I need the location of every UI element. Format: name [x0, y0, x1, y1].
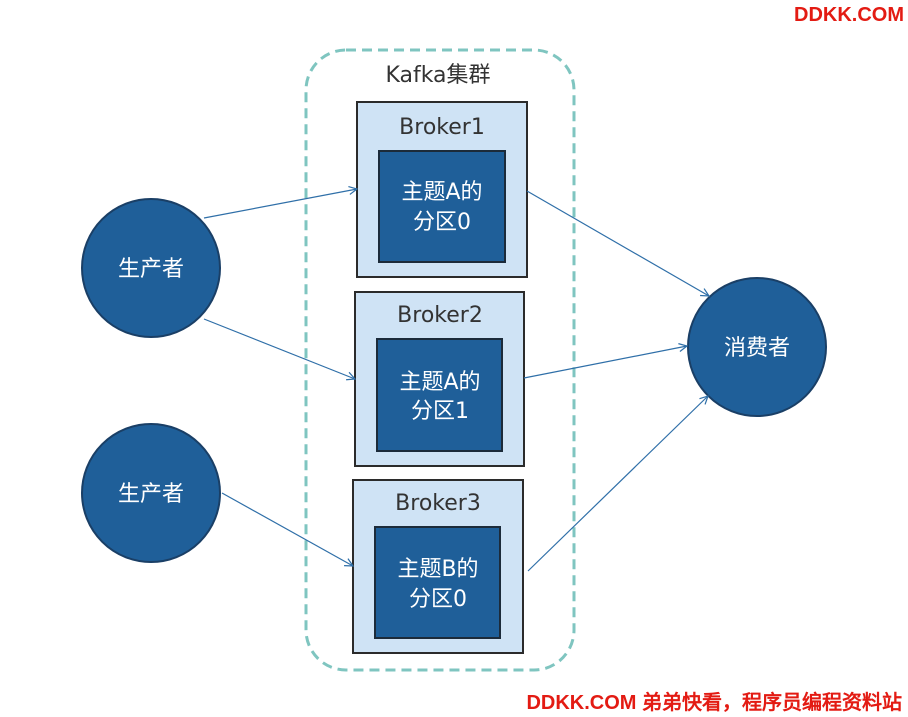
broker-1: Broker1 主题A的 分区0 — [356, 101, 528, 278]
broker-3-label: Broker3 — [395, 491, 481, 516]
partition-topic-a-0-line2: 分区0 — [413, 210, 471, 235]
partition-topic-b-0 — [374, 526, 501, 639]
partition-topic-a-1-line1: 主题A的 — [399, 370, 480, 395]
broker-3: Broker3 主题B的 分区0 — [352, 479, 524, 654]
partition-topic-b-0-line1: 主题B的 — [397, 557, 478, 582]
cluster-label: Kafka集群 — [385, 63, 490, 88]
broker-2-label: Broker2 — [397, 303, 483, 328]
arrow-producer2-to-broker3 — [221, 492, 353, 566]
producer-2: 生产者 — [81, 423, 221, 563]
broker-1-label: Broker1 — [399, 115, 485, 140]
arrow-broker2-to-consumer — [523, 346, 687, 379]
broker-2: Broker2 主题A的 分区1 — [354, 291, 525, 467]
producer-2-circle — [81, 423, 221, 563]
partition-topic-a-0-line1: 主题A的 — [401, 180, 482, 205]
arrow-broker3-to-consumer — [527, 396, 708, 572]
arrow-producer1-to-broker2 — [203, 318, 355, 379]
arrow-producer1-to-broker1 — [203, 189, 357, 219]
watermark-top: DDKK.COM — [794, 4, 904, 26]
partition-topic-b-0-line2: 分区0 — [409, 587, 467, 612]
producer-2-label: 生产者 — [118, 482, 184, 507]
kafka-cluster-boundary — [304, 48, 576, 672]
arrow-broker1-to-consumer — [526, 190, 709, 296]
producer-1-circle — [81, 198, 221, 338]
consumer: 消费者 — [687, 277, 827, 417]
producer-1-label: 生产者 — [118, 257, 184, 282]
consumer-label: 消费者 — [724, 336, 790, 361]
partition-topic-a-1 — [376, 338, 503, 452]
watermark-bottom: DDKK.COM 弟弟快看，程序员编程资料站 — [526, 692, 902, 714]
producer-1: 生产者 — [81, 198, 221, 338]
partition-topic-a-1-line2: 分区1 — [411, 399, 469, 424]
partition-topic-a-0 — [378, 150, 506, 263]
